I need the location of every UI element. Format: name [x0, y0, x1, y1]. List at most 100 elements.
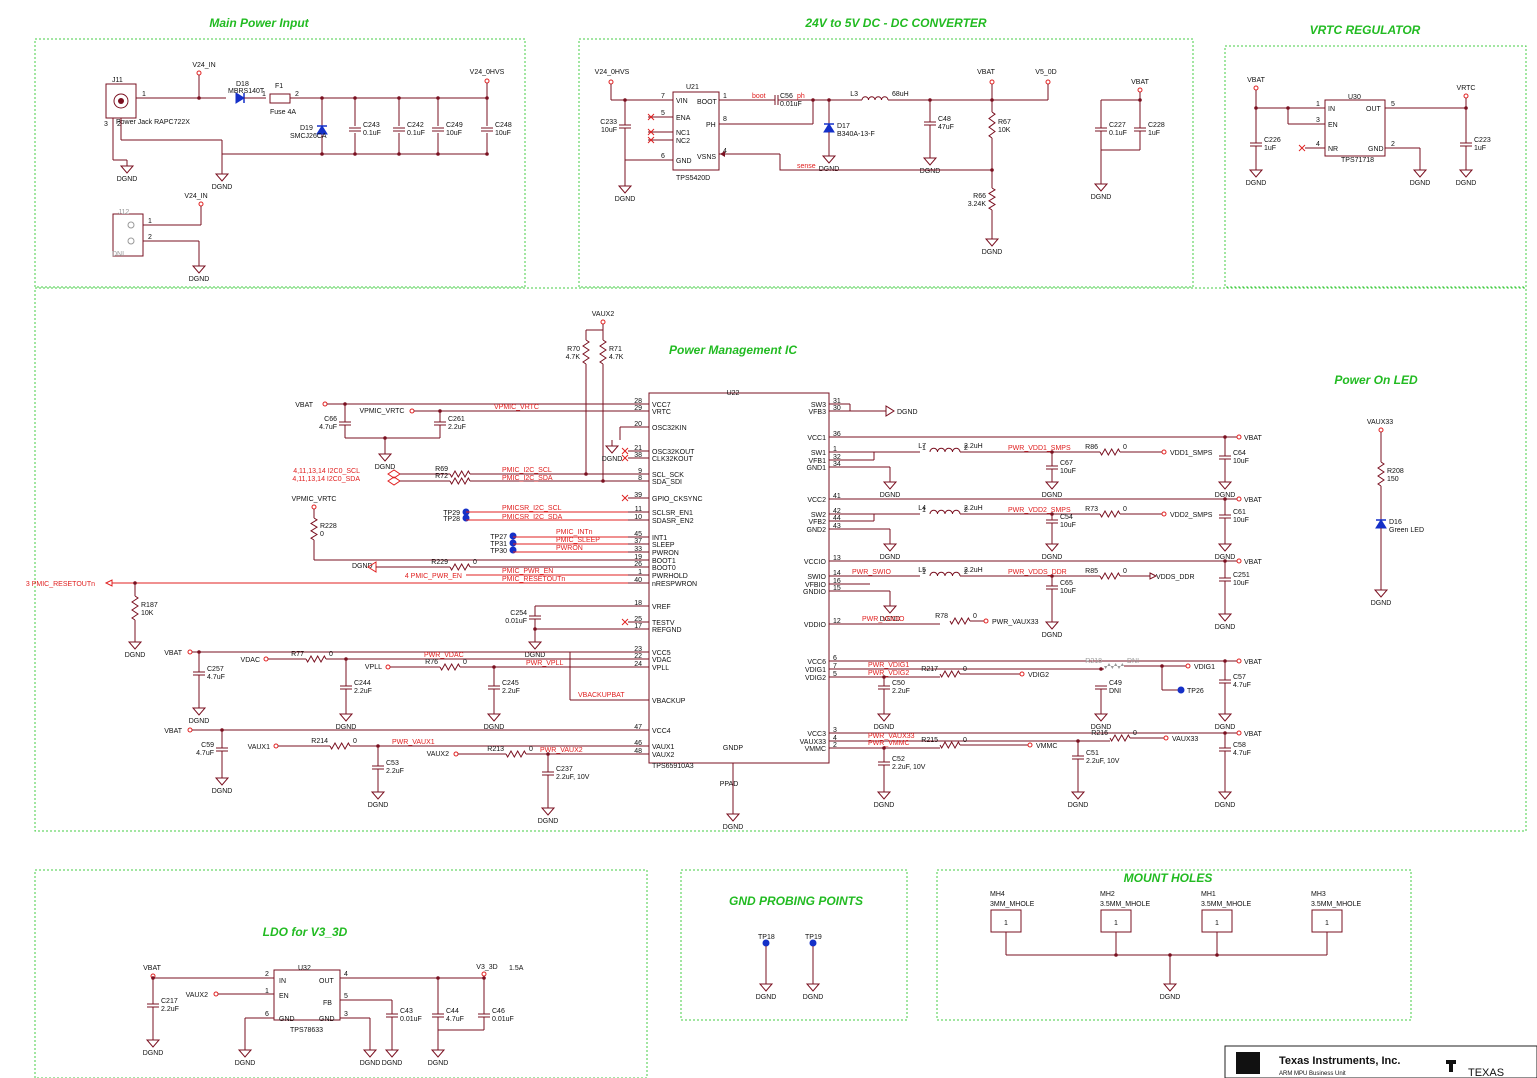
ground-symbol: DGND	[1215, 476, 1235, 499]
power-port	[409, 408, 415, 414]
res-value: 4.7K	[609, 354, 624, 361]
power-port	[196, 70, 202, 76]
res-ref: R217	[921, 666, 938, 673]
u22-pin-label: VFB2	[808, 519, 826, 526]
cap-ref: C46	[492, 1008, 505, 1015]
net-v24-0hvs-2: V24_0HVS	[595, 69, 630, 76]
mount-hole-ref: MH3	[1311, 891, 1326, 898]
net-pwr-vmmc: PWR_VMMC	[868, 740, 910, 747]
test-point	[762, 939, 770, 947]
cap-ref: C237	[556, 766, 573, 773]
connector-pin	[127, 237, 135, 245]
cap-value: 2.2uF	[502, 688, 520, 695]
power-port	[1161, 511, 1167, 517]
res-ref: R213	[487, 746, 504, 753]
res-ref: R86	[1085, 444, 1098, 451]
u22-pin-label: VAUX2	[652, 752, 675, 759]
pin-number: 3	[104, 121, 108, 128]
ground-symbol: DGND	[382, 1044, 402, 1067]
cap-value: 4.7uF	[446, 1016, 464, 1023]
pin-number: 30	[833, 405, 841, 412]
net-sense: sense	[797, 163, 816, 170]
pin-number: 39	[634, 492, 642, 499]
resistor: R69	[435, 466, 471, 479]
u22-pin-label: INT1	[652, 535, 667, 542]
power-port	[213, 991, 219, 997]
ind-ref: L3	[850, 91, 858, 98]
pin-number: 24	[634, 661, 642, 668]
u30-pin-label: NR	[1328, 146, 1338, 153]
pin-number: 2	[964, 507, 968, 514]
net-pwr-swio: PWR_SWIO	[852, 569, 891, 576]
ind-value: 2.2uH	[964, 567, 983, 574]
pin-number: 2	[964, 569, 968, 576]
pin-number: 23	[634, 646, 642, 653]
u22-pin-label: SLEEP	[652, 542, 675, 549]
res-ref: R77	[291, 651, 304, 658]
u22-pin-label: VAUX33	[800, 739, 826, 746]
power-port	[1236, 658, 1242, 664]
net-pwr-vdd2: PWR_VDD2_SMPS	[1008, 507, 1071, 514]
pin-number: 5	[661, 110, 665, 117]
res-ref: R69	[435, 466, 448, 473]
pin-number: 1	[833, 446, 837, 453]
power-port	[600, 319, 606, 325]
ground-symbol: DGND	[143, 1034, 163, 1057]
net-pwr-vdac: PWR_VDAC	[424, 652, 464, 659]
net-i2c0-sda: 4,11,13,14 I2C0_SDA	[292, 476, 360, 483]
net-vbat: VBAT	[977, 69, 995, 76]
net-vdd2-smps: VDD2_SMPS	[1170, 512, 1213, 519]
power-port	[311, 504, 317, 510]
ground-symbol: DGND	[602, 440, 622, 463]
res-value: 0	[353, 738, 357, 745]
cap-value: 2.2uF	[892, 688, 910, 695]
pin-number: 1	[1114, 920, 1118, 927]
u22-pin-label: SDASR_EN2	[652, 518, 694, 525]
offpage-connector	[1149, 572, 1158, 580]
u22-pin-label: VFBIO	[805, 582, 827, 589]
ref-u21: U21	[686, 84, 699, 91]
u22-pin-label: CLK32KOUT	[652, 456, 694, 463]
cap-value: 2.2uF	[386, 768, 404, 775]
res-value: 4.7K	[566, 354, 581, 361]
net-vbat-vcc6: VBAT	[1244, 659, 1262, 666]
net-pwron: PWRON	[556, 545, 583, 552]
test-point-label: TP28	[443, 516, 460, 523]
section-title-ldo: LDO for V3_3D	[263, 925, 348, 939]
u30-pin-label: EN	[1328, 122, 1338, 129]
junction-dot	[811, 98, 815, 102]
net-vaux33: VAUX33	[1172, 736, 1198, 743]
cap-value: 1uF	[1474, 145, 1486, 152]
cap-ref: C217	[161, 998, 178, 1005]
ic-u21	[672, 91, 720, 171]
pin-number: 42	[833, 508, 841, 515]
net-ph: ph	[797, 93, 805, 100]
tp19-label: TP19	[805, 934, 822, 941]
dgnd-label: DGND	[212, 184, 233, 191]
cap-value: 2.2uF	[161, 1006, 179, 1013]
net-pwr-vaux33-red: PWR_VAUX33	[868, 733, 915, 740]
pin-number: 37	[634, 538, 642, 545]
ic-u32	[273, 969, 341, 1021]
cap-value: 4.7uF	[1233, 750, 1251, 757]
power-port	[385, 664, 391, 670]
ground-symbol: DGND	[982, 233, 1002, 256]
net-vbat-vccio: VBAT	[1244, 559, 1262, 566]
net-vaux33-led: VAUX33	[1367, 419, 1393, 426]
diode	[316, 125, 328, 135]
title-unit: ARM MPU Business Unit	[1279, 1071, 1346, 1077]
ground-symbol: DGND	[336, 708, 356, 731]
pin-number: 22	[634, 653, 642, 660]
u22-pin-label: VCCIO	[804, 559, 827, 566]
ground-symbol: DGND	[615, 180, 635, 203]
diode-ref: D16	[1389, 519, 1402, 526]
